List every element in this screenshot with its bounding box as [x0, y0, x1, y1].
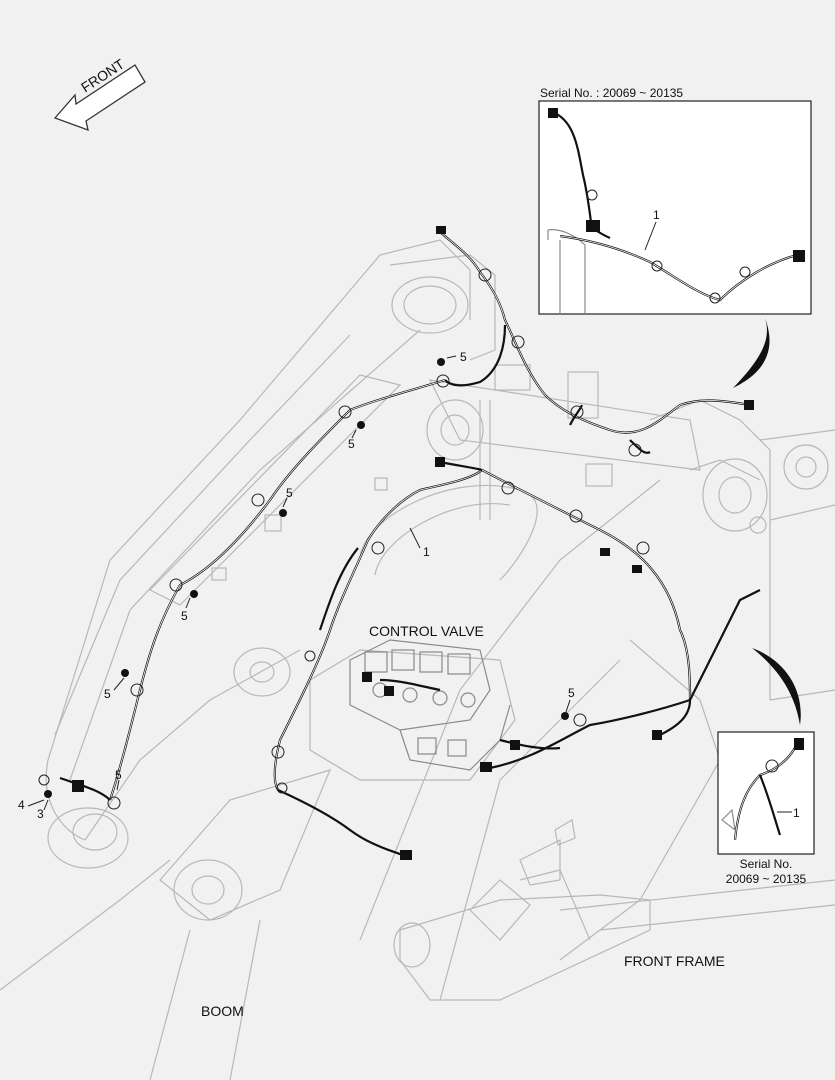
inset-bottom-caption-line2: 20069 ~ 20135 — [725, 872, 807, 886]
callout-5-bottom-left: 5 — [115, 768, 122, 782]
control-valve-label: CONTROL VALVE — [369, 623, 484, 639]
callout-4: 4 — [18, 798, 25, 812]
inset-top-callout: 1 — [653, 208, 660, 222]
callout-5-boom-upper: 5 — [348, 437, 355, 451]
callout-5-boom-lower: 5 — [181, 609, 188, 623]
callout-5-right: 5 — [568, 686, 575, 700]
leader-lines — [27, 355, 571, 811]
inset-top — [538, 100, 812, 315]
clamp-icon — [38, 268, 650, 810]
callout-5-left: 5 — [104, 687, 111, 701]
wiring-harness — [59, 231, 761, 858]
boom-structure — [0, 239, 835, 1080]
inset-bottom — [717, 731, 815, 855]
front-frame-label: FRONT FRAME — [624, 953, 725, 969]
callout-5-boom-mid: 5 — [286, 486, 293, 500]
bolt-icon — [44, 358, 569, 798]
boom-label: BOOM — [201, 1003, 244, 1019]
front-arrow-icon — [53, 64, 146, 132]
connector-icon — [72, 226, 754, 860]
callout-3: 3 — [37, 807, 44, 821]
inset-bottom-caption-line1: Serial No. — [739, 857, 793, 871]
pointer-arrow-icon — [733, 318, 801, 725]
callout-5-top: 5 — [460, 350, 467, 364]
callout-1-main: 1 — [423, 545, 430, 559]
inset-bottom-callout: 1 — [793, 806, 800, 820]
inset-top-caption: Serial No. : 20069 ~ 20135 — [540, 86, 684, 100]
